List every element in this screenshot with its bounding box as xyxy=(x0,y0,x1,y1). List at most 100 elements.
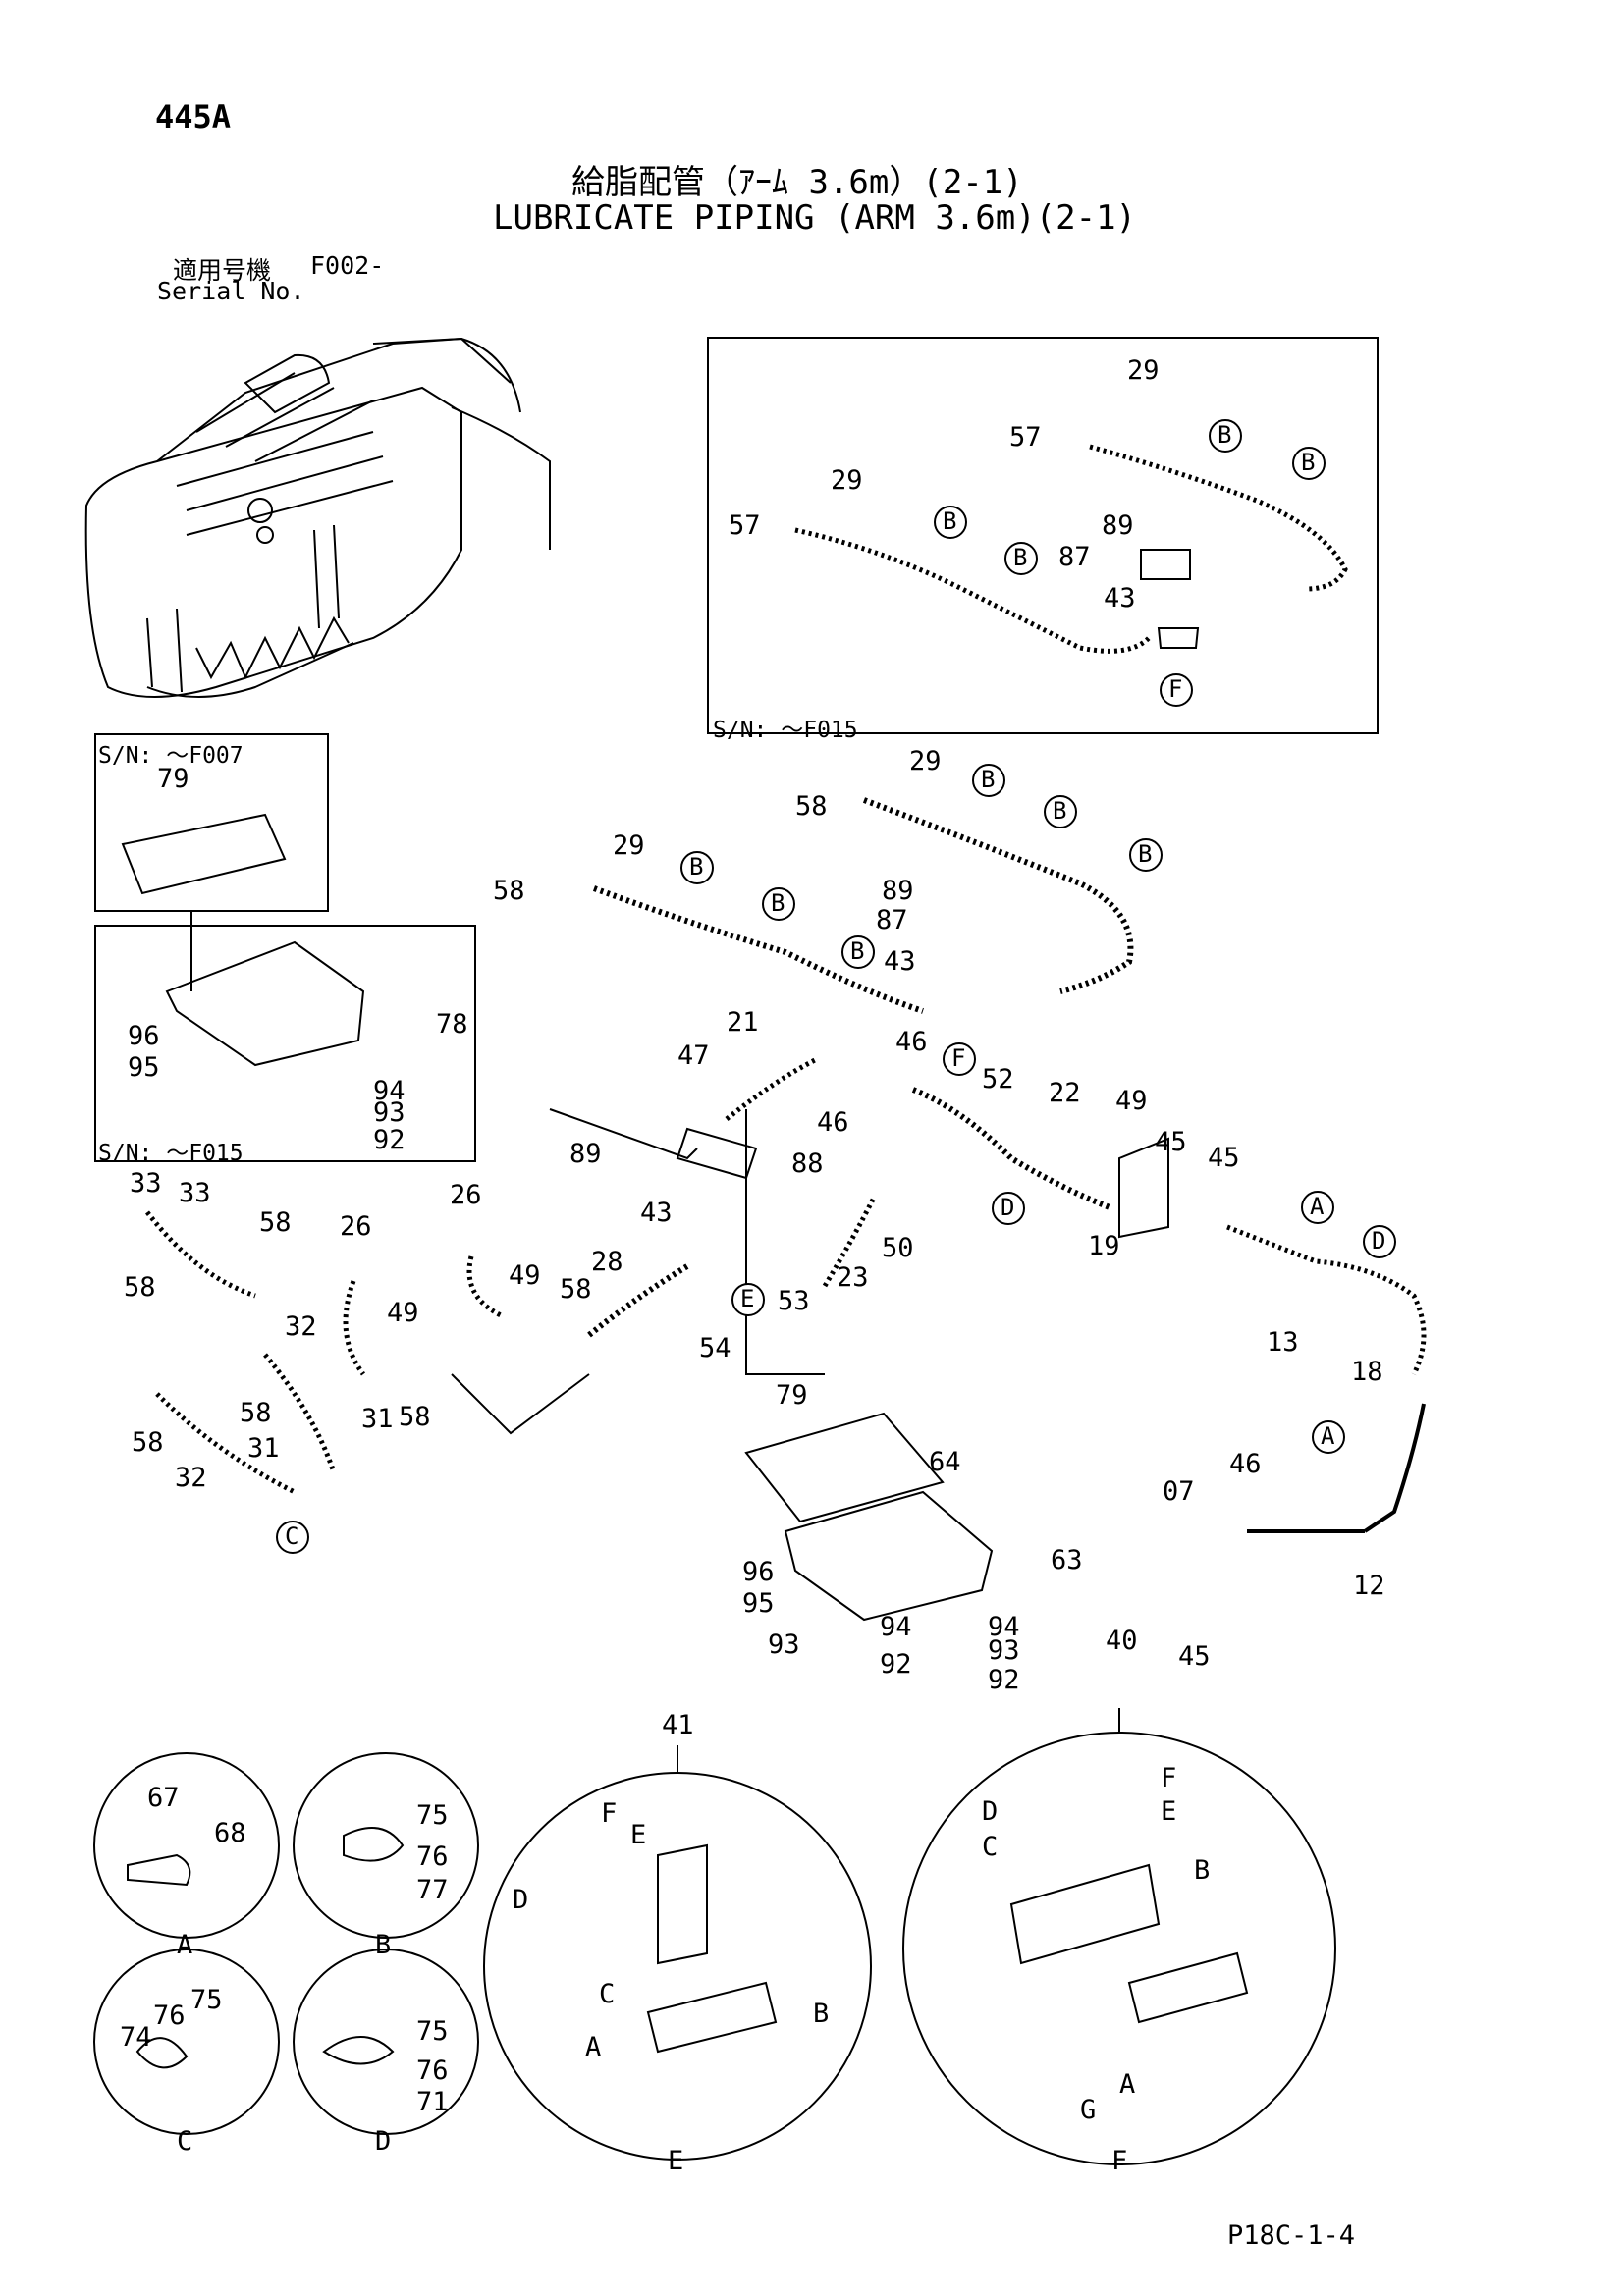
balloon-a: A xyxy=(1321,1422,1335,1450)
part-callout: 75 xyxy=(416,1800,449,1831)
title-japanese: 給脂配管（ｱｰﾑ 3.6m）(2-1) xyxy=(571,163,1023,202)
part-callout: 68 xyxy=(214,1818,246,1848)
part-callout: 76 xyxy=(416,2056,449,2086)
part-callout: 89 xyxy=(882,876,914,906)
inset-box-top xyxy=(707,337,1379,734)
balloon-b: B xyxy=(771,889,785,917)
part-callout: 19 xyxy=(1088,1231,1120,1261)
inset-note-top-right: S/N: ～F015 xyxy=(713,718,858,743)
part-callout: 43 xyxy=(1104,583,1136,614)
part-callout: 50 xyxy=(882,1233,914,1263)
part-callout: 33 xyxy=(179,1178,211,1208)
serial-label-japanese: 適用号機 xyxy=(173,256,272,285)
serial-value: F002- xyxy=(310,251,385,280)
part-callout: 58 xyxy=(124,1272,156,1303)
balloon-b: B xyxy=(850,937,865,965)
part-callout: 29 xyxy=(909,746,942,776)
part-callout: 92 xyxy=(988,1665,1020,1695)
part-callout: 92 xyxy=(373,1125,406,1155)
serial-label-english: Serial No. xyxy=(157,277,305,305)
part-callout: 43 xyxy=(640,1198,673,1228)
detail-circle-41 xyxy=(483,1772,872,2161)
balloon-b: B xyxy=(981,766,996,793)
sub-label: C xyxy=(982,1832,999,1862)
part-callout: 89 xyxy=(569,1139,602,1169)
detail-circle-d xyxy=(293,1949,479,2135)
part-callout: 32 xyxy=(175,1463,207,1493)
balloon-d: D xyxy=(1001,1194,1015,1221)
part-callout: 26 xyxy=(450,1180,482,1210)
part-callout: 87 xyxy=(1058,542,1091,572)
part-callout: 46 xyxy=(817,1107,849,1138)
sub-label: E xyxy=(630,1820,647,1850)
part-callout: 58 xyxy=(259,1207,292,1238)
part-callout: 32 xyxy=(285,1311,317,1342)
part-callout: 77 xyxy=(416,1875,449,1905)
sub-label: F xyxy=(1161,1763,1177,1793)
detail-label-b: B xyxy=(375,1930,392,1960)
balloon-b: B xyxy=(1301,449,1316,476)
balloon-e: E xyxy=(740,1285,755,1312)
part-callout: 75 xyxy=(416,2016,449,2047)
part-callout: 29 xyxy=(613,830,645,861)
sub-label: E xyxy=(1161,1796,1177,1827)
part-callout: 67 xyxy=(147,1783,180,1813)
part-callout: 43 xyxy=(884,946,916,977)
part-callout: 78 xyxy=(436,1009,468,1040)
part-callout: 18 xyxy=(1351,1357,1383,1387)
inset-box-left-bottom xyxy=(94,925,476,1162)
balloon-b: B xyxy=(943,507,957,535)
part-callout: 31 xyxy=(247,1433,280,1464)
part-callout: 45 xyxy=(1208,1143,1240,1173)
title-english: LUBRICATE PIPING (ARM 3.6m)(2-1) xyxy=(493,198,1137,238)
part-callout: 57 xyxy=(1009,422,1042,453)
sub-label: A xyxy=(585,2032,602,2062)
part-callout: 46 xyxy=(895,1027,928,1057)
part-callout: 93 xyxy=(988,1635,1020,1666)
part-callout: 22 xyxy=(1049,1078,1081,1108)
detail-label-c: C xyxy=(177,2126,193,2157)
part-callout: 53 xyxy=(778,1286,810,1316)
sub-label: B xyxy=(1194,1855,1211,1886)
detail-label-f: F xyxy=(1111,2146,1128,2176)
part-callout: 79 xyxy=(157,764,189,794)
inset-note-left-top: S/N: ～F007 xyxy=(98,743,244,769)
part-callout: 93 xyxy=(768,1629,800,1660)
part-callout: 41 xyxy=(662,1710,694,1740)
part-callout: 75 xyxy=(190,1985,223,2015)
part-callout: 47 xyxy=(677,1041,710,1071)
part-callout: 40 xyxy=(1106,1626,1138,1656)
part-callout: 58 xyxy=(560,1274,592,1305)
sub-label: A xyxy=(1119,2069,1136,2100)
part-callout: 74 xyxy=(120,2022,152,2053)
part-callout: 52 xyxy=(982,1064,1014,1095)
part-callout: 64 xyxy=(929,1447,961,1477)
part-callout: 58 xyxy=(132,1427,164,1458)
sub-label: D xyxy=(513,1885,529,1915)
part-callout: 12 xyxy=(1353,1571,1385,1601)
part-callout: 58 xyxy=(795,791,828,822)
part-callout: 29 xyxy=(831,465,863,496)
part-callout: 13 xyxy=(1267,1327,1299,1358)
part-callout: 26 xyxy=(340,1211,372,1242)
detail-circle-40 xyxy=(902,1732,1336,2165)
part-callout: 76 xyxy=(416,1842,449,1872)
part-callout: 33 xyxy=(130,1168,162,1199)
part-callout: 63 xyxy=(1051,1545,1083,1575)
part-callout: 57 xyxy=(729,510,761,541)
balloon-d: D xyxy=(1372,1227,1386,1255)
part-callout: 29 xyxy=(1127,355,1160,386)
part-callout: 95 xyxy=(128,1052,160,1083)
part-callout: 71 xyxy=(416,2087,449,2117)
detail-label-d: D xyxy=(375,2126,392,2157)
part-callout: 49 xyxy=(387,1298,419,1328)
part-callout: 94 xyxy=(988,1612,1020,1642)
part-callout: 89 xyxy=(1102,510,1134,541)
part-callout: 23 xyxy=(837,1262,869,1293)
inset-box-left-top xyxy=(94,733,329,912)
part-callout: 96 xyxy=(128,1021,160,1051)
sub-label: G xyxy=(1080,2095,1097,2125)
page-reference: P18C-1-4 xyxy=(1227,2220,1356,2251)
balloon-b: B xyxy=(1053,797,1067,825)
